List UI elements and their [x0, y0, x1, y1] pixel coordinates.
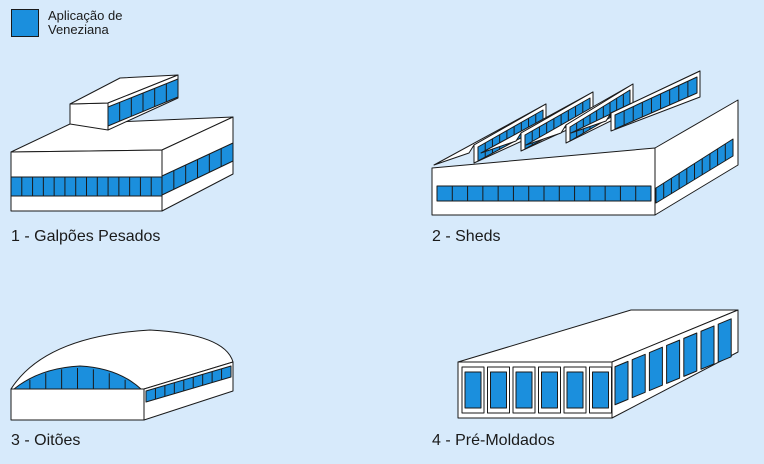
caption-galpoes-pesados: 1 - Galpões Pesados — [11, 228, 161, 245]
building-oitoes — [10, 329, 234, 421]
legend-label: Aplicação de Veneziana — [48, 8, 123, 37]
caption-oitoes: 3 - Oitões — [11, 432, 81, 449]
side-louver — [700, 325, 715, 370]
building-sheds — [431, 70, 739, 216]
building-pre-moldados — [457, 309, 739, 419]
front-louver — [490, 371, 507, 409]
front-louver — [592, 371, 609, 409]
caption-pre-moldados: 4 - Pré-Moldados — [432, 432, 555, 449]
side-louver — [666, 339, 681, 384]
front-louver — [541, 371, 558, 409]
front-louver — [464, 371, 482, 409]
front-wall — [431, 147, 656, 216]
legend-swatch — [11, 9, 39, 37]
building-galpoes-pesados — [10, 74, 234, 212]
side-louver — [648, 346, 663, 392]
side-louver — [614, 360, 629, 406]
side-louver — [717, 318, 732, 363]
side-louver — [683, 332, 698, 377]
caption-sheds: 2 - Sheds — [432, 228, 501, 245]
side-louver — [631, 353, 646, 399]
front-louver — [566, 371, 584, 409]
front-wall — [10, 388, 145, 421]
front-louver — [515, 371, 533, 409]
